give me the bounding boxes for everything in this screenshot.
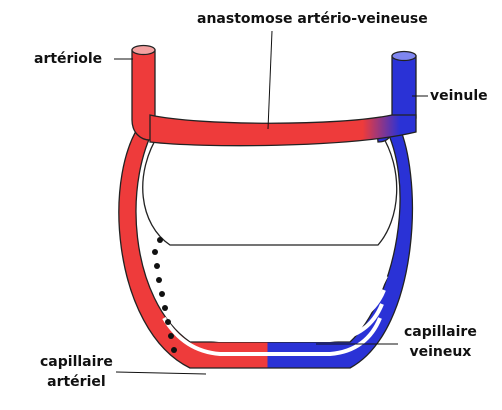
anastomosis-vessel	[149, 114, 417, 147]
venule-opening	[391, 50, 417, 62]
label-anastomose: anastomose artério-veineuse	[197, 11, 428, 27]
label-capillaire-arteriel-line1: capillaire	[40, 354, 113, 370]
label-capillaire-arteriel: capillaire artériel	[40, 352, 113, 392]
capillary-separator-5	[159, 302, 384, 342]
capillary-bed	[118, 117, 414, 369]
capillary-separator-3	[154, 274, 388, 314]
label-capillaire-arteriel-line2: artériel	[47, 374, 106, 390]
label-capillaire-veineux-line2: veineux	[409, 344, 472, 360]
leader-anastomose	[267, 30, 273, 130]
capillary-inner-space	[142, 131, 398, 246]
label-capillaire-veineux-line1: capillaire	[404, 324, 477, 340]
arteriole-opening	[131, 44, 156, 56]
arteriole-vessel	[131, 44, 156, 141]
capillary-separator-6	[162, 316, 382, 356]
capillary-separator-1	[150, 246, 390, 286]
leader-capillaire-arteriel	[115, 371, 207, 375]
label-arteriole: artériole	[34, 51, 103, 67]
precapillary-sphincters	[152, 237, 177, 353]
label-veinule: veinule	[430, 88, 488, 104]
capillary-separator-2	[152, 260, 389, 300]
capillary-separator-4	[156, 288, 386, 328]
label-capillaire-veineux: capillaire veineux	[404, 322, 477, 362]
